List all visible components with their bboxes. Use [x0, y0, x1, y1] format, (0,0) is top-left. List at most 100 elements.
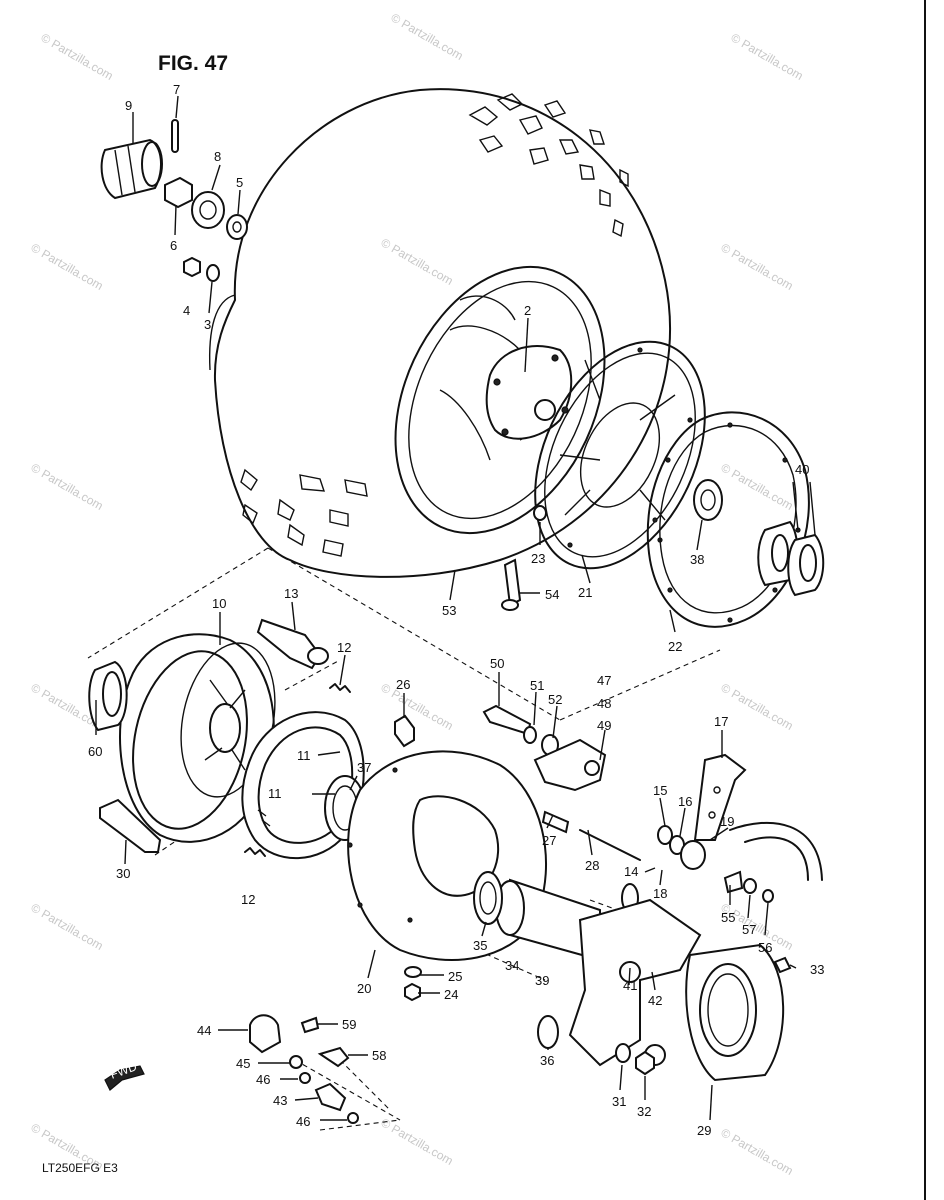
callout: 30	[116, 866, 130, 881]
callout: 26	[396, 677, 410, 692]
bearing-pair	[757, 520, 825, 597]
callout: 58	[372, 1048, 386, 1063]
callout: 21	[578, 585, 592, 600]
callout: 46	[296, 1114, 310, 1129]
bottom-left-parts	[249, 1014, 359, 1124]
washer	[615, 1043, 631, 1063]
callout: 49	[597, 718, 611, 733]
watermark: © Partzilla.com	[379, 680, 456, 733]
callout: 45	[236, 1056, 250, 1071]
callout: 48	[597, 696, 611, 711]
hub-nut-assembly	[100, 119, 248, 282]
callout: 11	[297, 748, 311, 763]
callout: 36	[540, 1053, 554, 1068]
bolts	[482, 704, 641, 861]
callout: 13	[284, 586, 298, 601]
callout: 28	[585, 858, 599, 873]
callout: 37	[357, 760, 371, 775]
watermark: © Partzilla.com	[719, 680, 796, 733]
callout: 19	[720, 814, 734, 829]
watermark: © Partzilla.com	[379, 1115, 456, 1168]
washer	[404, 966, 422, 978]
callout: 41	[623, 978, 637, 993]
watermark: © Partzilla.com	[29, 240, 106, 293]
brake-shoes	[241, 711, 366, 860]
leader-lines	[95, 95, 816, 1121]
callout: 16	[678, 794, 692, 809]
callout: 39	[535, 973, 549, 988]
callout: 46	[256, 1072, 270, 1087]
callout: 23	[531, 551, 545, 566]
watermark: © Partzilla.com	[29, 460, 106, 513]
callout: 50	[490, 656, 504, 671]
callout: 11	[268, 786, 282, 801]
callout: 52	[548, 692, 562, 707]
callout: 9	[125, 98, 132, 113]
callout: 54	[545, 587, 559, 602]
callout: 15	[653, 783, 667, 798]
callout: 22	[668, 639, 682, 654]
callout: 18	[653, 886, 667, 901]
rear-axle-housing	[568, 898, 785, 1082]
brake-drum	[88, 633, 276, 843]
pin	[99, 798, 162, 853]
brake-arm	[657, 753, 774, 903]
callout: 31	[612, 1094, 626, 1109]
callout: 12	[241, 892, 255, 907]
callout: 35	[473, 938, 487, 953]
callout: 10	[212, 596, 226, 611]
callout: 43	[273, 1093, 287, 1108]
callout: 12	[337, 640, 351, 655]
watermark: © Partzilla.com	[389, 10, 466, 63]
tire	[208, 88, 671, 578]
front-direction-marker: FWD	[104, 1059, 145, 1091]
watermark: © Partzilla.com	[29, 900, 106, 953]
callout: 24	[444, 987, 458, 1002]
brake-camshaft	[256, 618, 329, 670]
watermark: © Partzilla.com	[719, 460, 796, 513]
callout: 57	[742, 922, 756, 937]
callout: 60	[88, 744, 102, 759]
caliper-bracket	[533, 738, 607, 792]
spring	[329, 683, 351, 693]
callout: 14	[624, 864, 638, 879]
callout: 47	[597, 673, 611, 688]
callout: 3	[204, 317, 211, 332]
nut	[635, 1050, 655, 1076]
callout: 20	[357, 981, 371, 996]
callout: 40	[795, 462, 809, 477]
callout: 56	[758, 940, 772, 955]
watermark: © Partzilla.com	[719, 1125, 796, 1178]
callout: 53	[442, 603, 456, 618]
callout: 42	[648, 993, 662, 1008]
watermark: © Partzilla.com	[379, 235, 456, 288]
bolt	[394, 714, 415, 748]
axle	[473, 871, 639, 1049]
callout: 25	[448, 969, 462, 984]
nut	[404, 982, 421, 1002]
callout: 51	[530, 678, 544, 693]
watermark: © Partzilla.com	[729, 30, 806, 83]
callout: 2	[524, 303, 531, 318]
watermark: © Partzilla.com	[719, 240, 796, 293]
brake-disc	[534, 340, 706, 570]
callout: 55	[721, 910, 735, 925]
callout: 5	[236, 175, 243, 190]
callout: 33	[810, 962, 824, 977]
page-edge-line	[924, 0, 926, 1200]
bolt	[773, 956, 792, 974]
valve-stem	[501, 505, 547, 611]
callout: 44	[197, 1023, 211, 1038]
callout: 4	[183, 303, 190, 318]
model-code: LT250EFG E3	[42, 1161, 118, 1175]
figure-title: FIG. 47	[158, 52, 228, 75]
brake-cable	[729, 821, 823, 881]
callout: 38	[690, 552, 704, 567]
callout: 8	[214, 149, 221, 164]
watermark: © Partzilla.com	[39, 30, 116, 83]
callout-labels: 9 7 8 5 6 4 3 2 53 23 21 54 22 38 40 10 …	[88, 82, 824, 1138]
callout: 17	[714, 714, 728, 729]
callout: 6	[170, 238, 177, 253]
callout: 34	[505, 958, 519, 973]
callout: 29	[697, 1123, 711, 1138]
